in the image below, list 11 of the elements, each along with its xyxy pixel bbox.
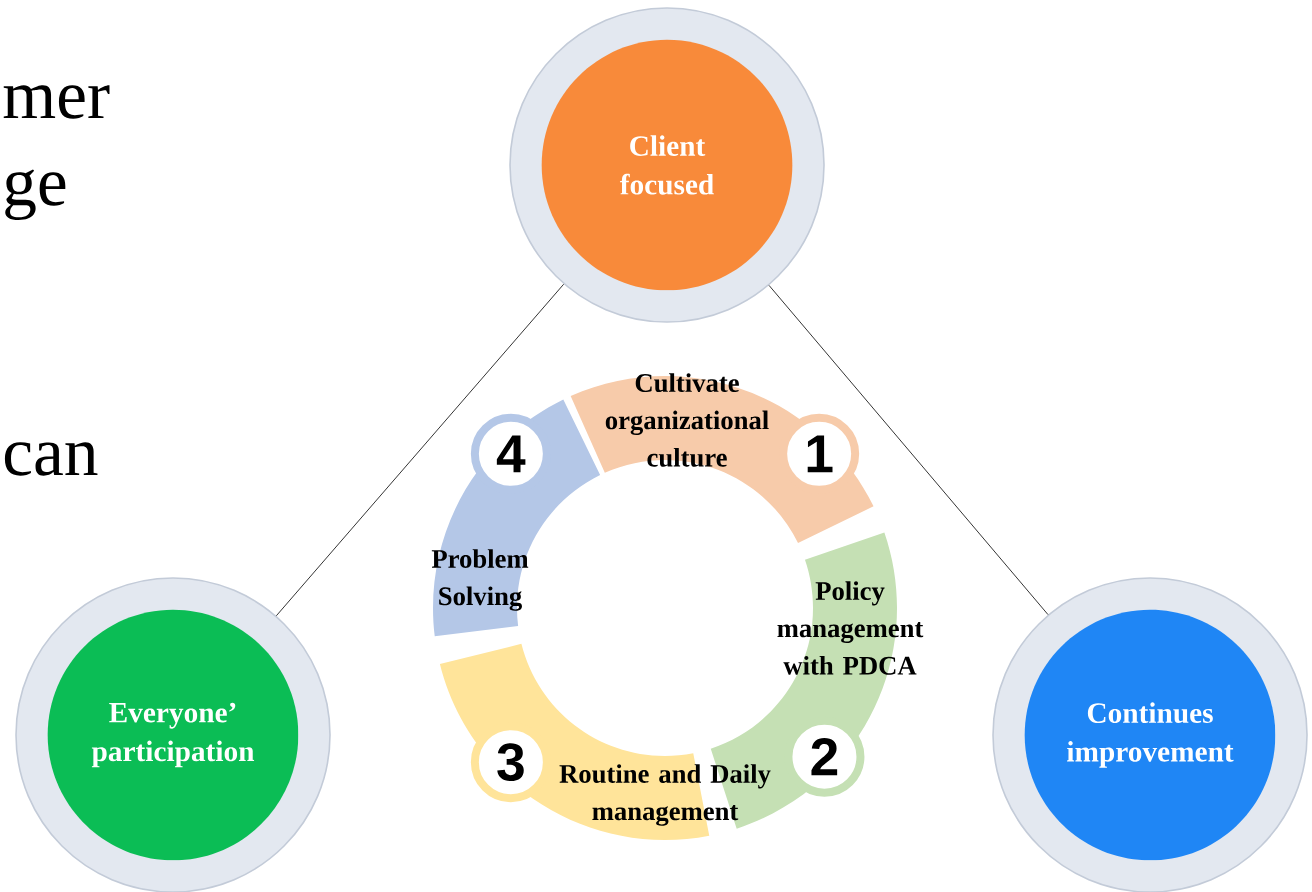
slide-text: can [4,442,98,476]
circle-button: Continues improvement [992,577,1308,892]
circle-button: Client focused [509,7,825,323]
slide-text: mer [3,85,110,119]
ring-segment: 1 Cultivate organizational culture [570,373,874,544]
slide-text: ge [5,169,66,220]
connector-line [275,283,565,617]
connector-line [768,284,1049,615]
ring-segment: 4 Problem Solving [431,399,601,637]
ring-segment: 3 Routine and Daily management [439,643,771,840]
circle-button: Everyone’ participation [15,577,331,892]
